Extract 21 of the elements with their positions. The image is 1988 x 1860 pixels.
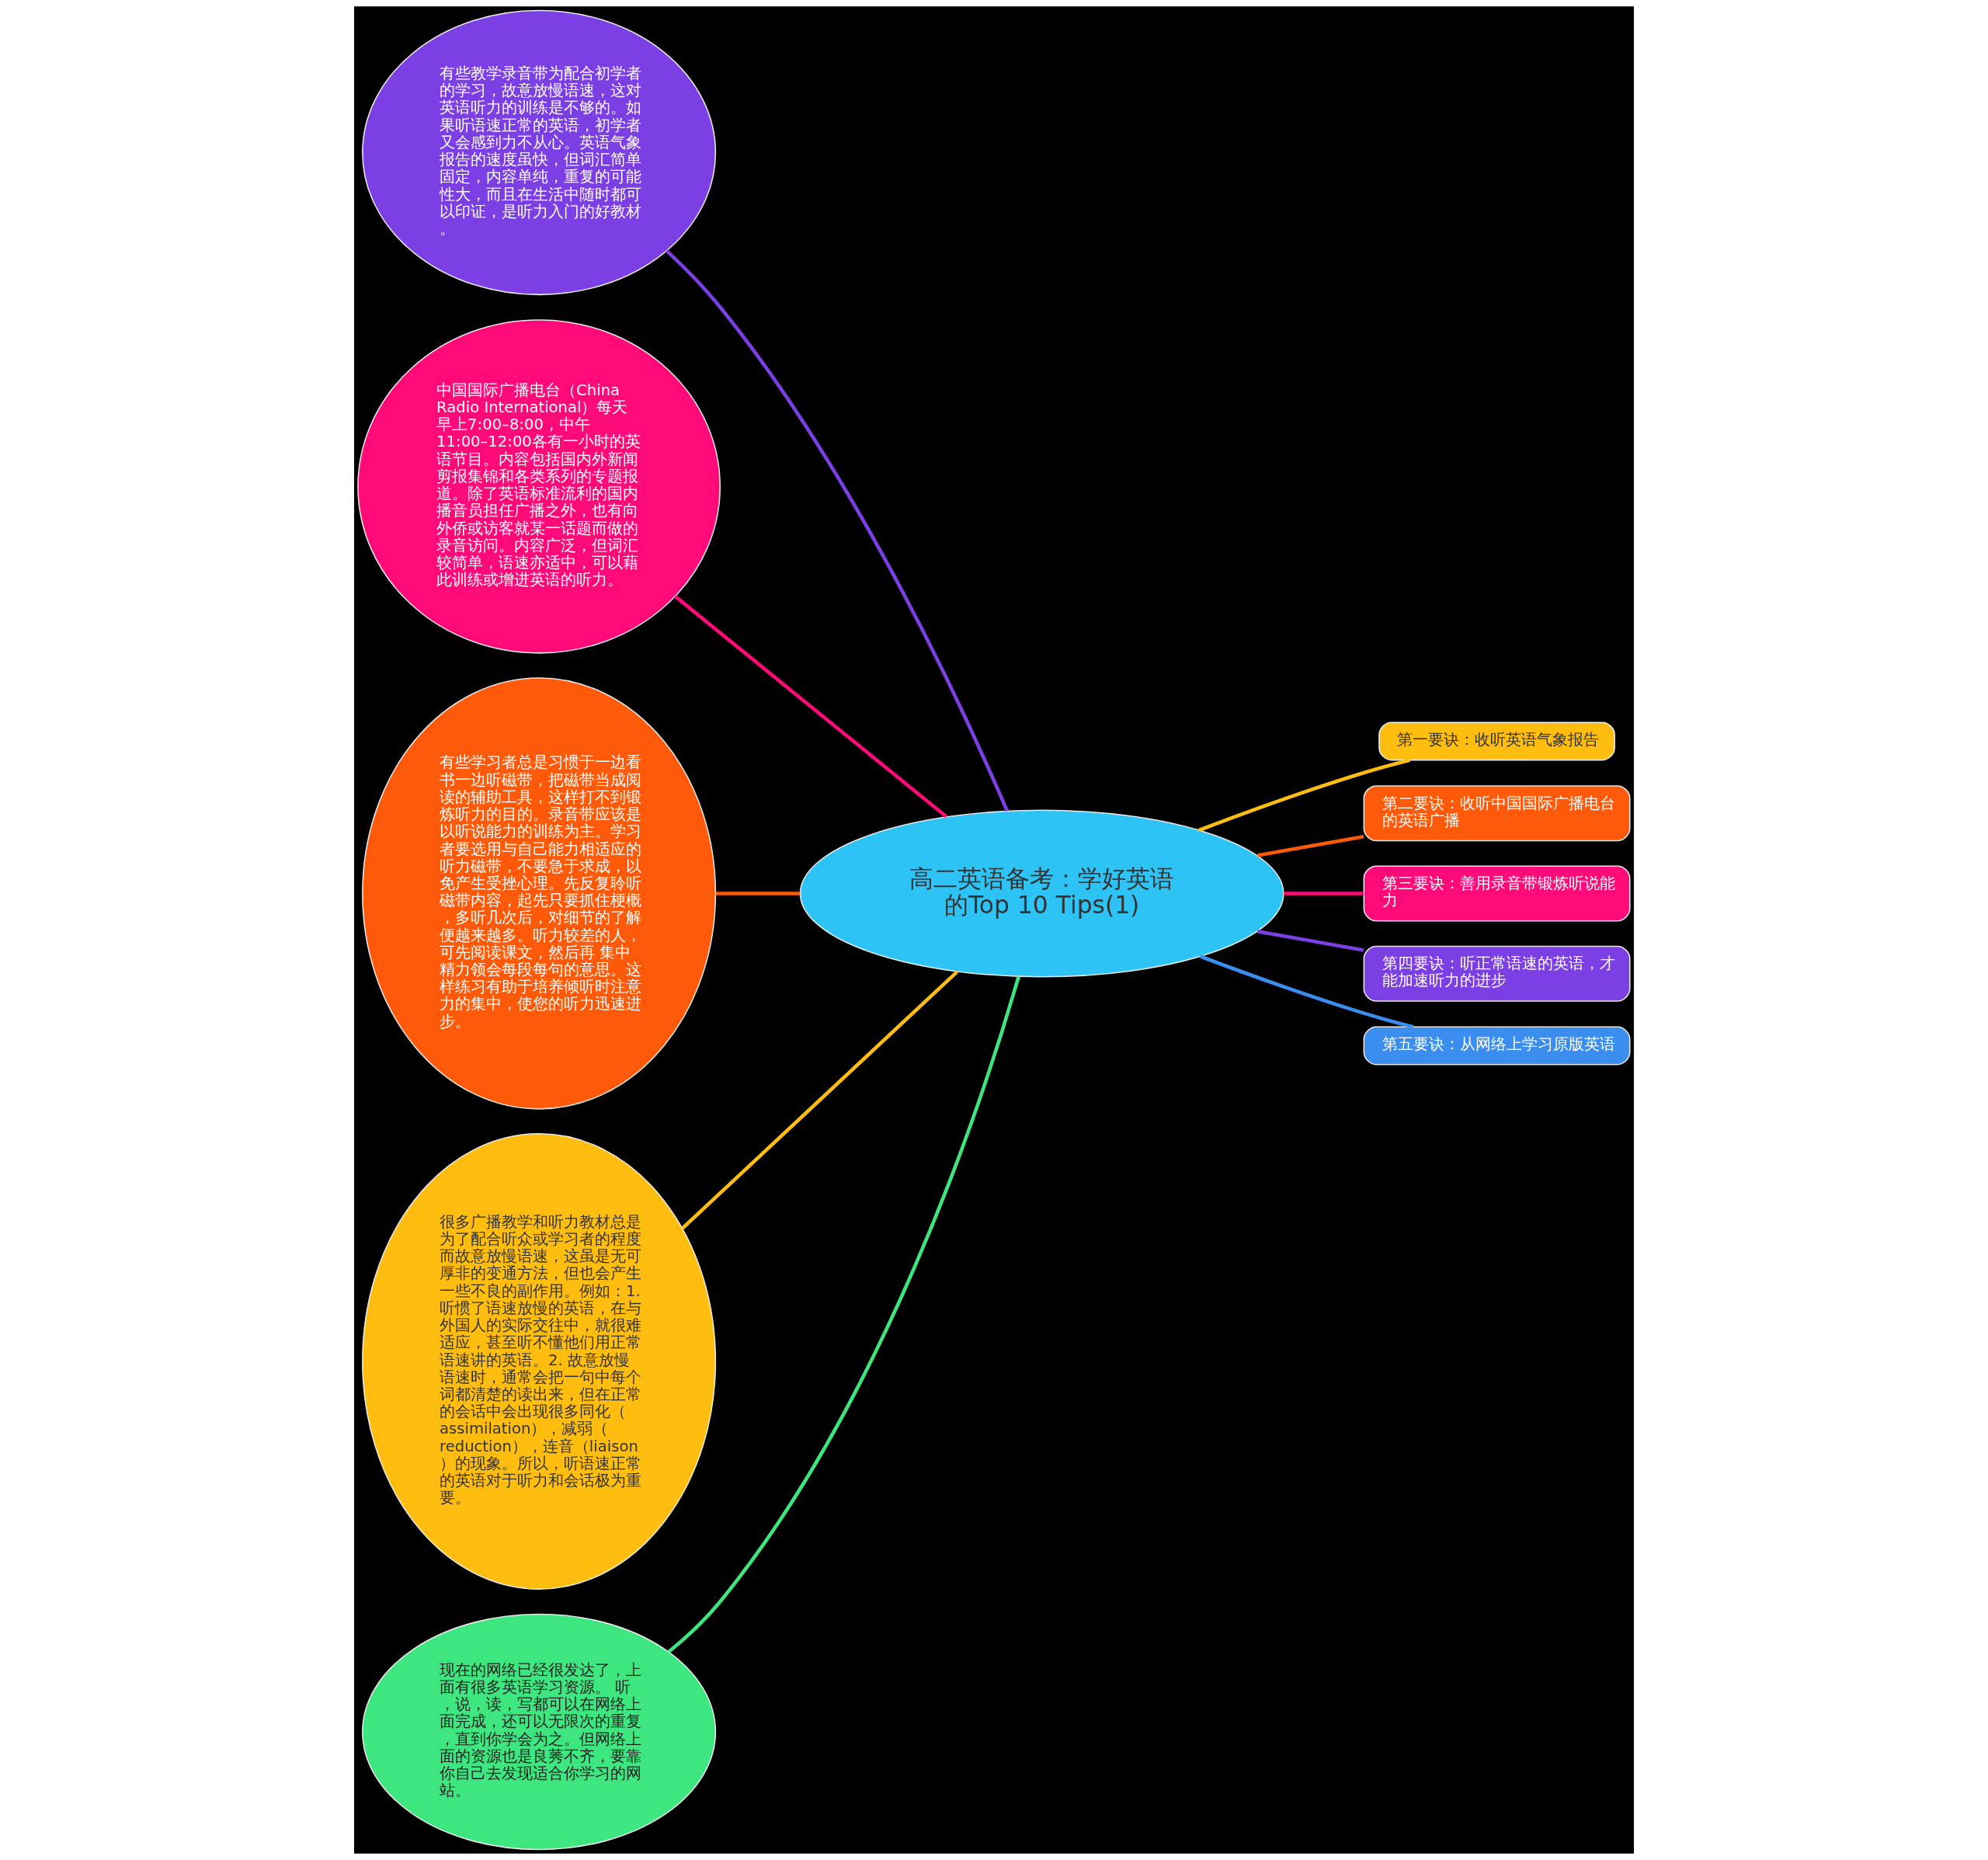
connector: [1198, 758, 1411, 833]
node-box: 第四要诀：听正常语速的英语，才能加速听力的进步: [1363, 945, 1631, 1002]
connector: [1256, 835, 1364, 857]
node-ellipse: 有些教学录音带为配合初学者的学习，故意放慢语速，这对英语听力的训练是不够的。如果听语速正常的英语，初学者又会感到力不从心。英语气象报告的速度虽快，但词汇简单固定，内容单纯，重复的可能性大，而且在生活中随时都可以印证，是听力入门的好教材。: [362, 9, 717, 296]
node-box: 第二要诀：收听中国国际广播电台的英语广播: [1363, 785, 1631, 842]
connector: [1256, 930, 1364, 952]
node-box: 第五要诀：从网络上学习原版英语: [1363, 1026, 1631, 1066]
node-ellipse: 高二英语备考：学好英语的Top 10 Tips(1): [799, 809, 1284, 978]
connector: [667, 975, 1020, 1653]
node-ellipse: 有些学习者总是习惯于一边看书一边听磁带，把磁带当成阅读的辅助工具，这样打不到锻炼听力的目的。录音带应该是以听说能力的训练为主。学习者要选用与自己能力相适应的听力磁带，不要急于求成，以免产生受挫心理。先反复聆听磁带内容，起先只要抓住梗概，多听几次后，对细节的了解便越来越多。听力较差的人，可先阅读课文，然后再 集中精力领会每段每句的意思。这样练习有助于培养倾听时注意力的集中，使您的听力迅速进步。: [362, 677, 717, 1110]
connector: [665, 249, 1010, 812]
node-box: 第三要诀：善用录音带锻炼听说能力: [1363, 865, 1631, 922]
node-ellipse: 现在的网络已经很发达了，上面有很多英语学习资源。 听，说，读，写都可以在网络上面完成，还可以无限次的重复，直到你学会为之。但网络上面的资源也是良莠不齐，要靠你自己去发现适合你学习的网站。: [362, 1613, 717, 1851]
connector: [681, 970, 959, 1230]
node-circle: 中国国际广播电台（China Radio International）每天早上7:00–8:00，中午11:00–12:00各有一小时的英语节目。内容包括国内外新闻剪报集锦和各类系列的专题报道。除了英语标准流利的国内播音员担任广播之外，也有向外侨或访客就某一话题而做的录音访问。内容广泛，但词汇较简单，语速亦适中，可以藉此训练或增进英语的听力。: [357, 319, 721, 654]
connector: [674, 595, 948, 819]
connector: [1200, 954, 1414, 1029]
connector: [1284, 892, 1364, 895]
connector: [715, 892, 801, 895]
node-ellipse: 很多广播教学和听力教材总是为了配合听众或学习者的程度而故意放慢语速，这虽是无可厚非的变通方法，但也会产生一些不良的副作用。例如：1.听惯了语速放慢的英语，在与外国人的实际交往中，就很难适应，甚至听不懂他们用正常语速讲的英语。2. 故意放慢语速时，通常会把一句中每个词都清楚的读出来，但在正常的会话中会出现很多同化（assimilation），减弱（reduction），连音（liaison）的现象。所以，听语速正常的英语对于听力和会话极为重要。: [362, 1133, 717, 1590]
node-box: 第一要诀：收听英语气象报告: [1378, 721, 1615, 761]
